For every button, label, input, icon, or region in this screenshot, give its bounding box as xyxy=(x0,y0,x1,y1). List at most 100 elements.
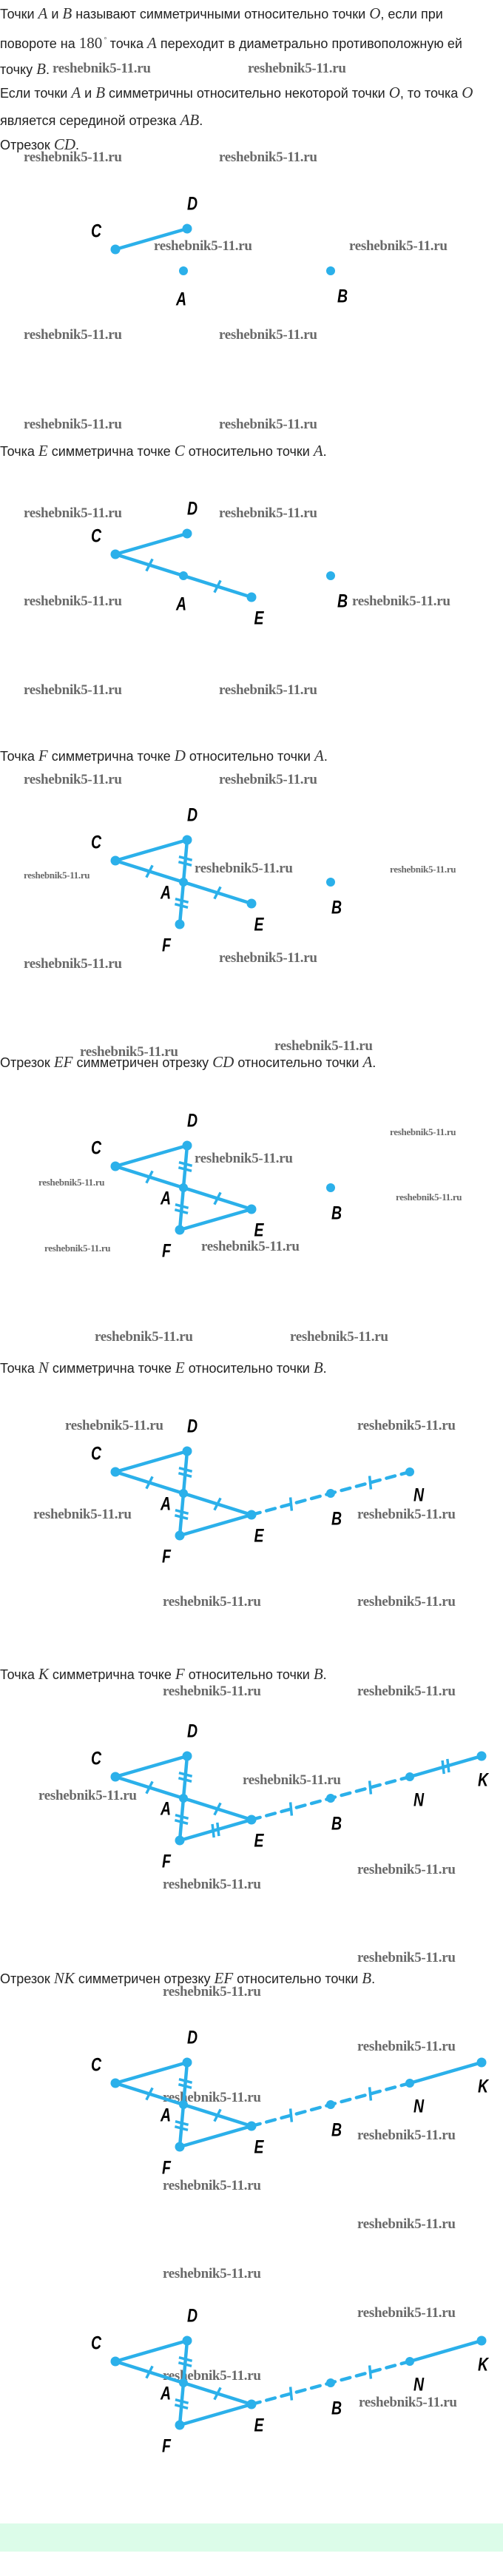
text-line: Отрезок EF симметричен отрезку CD относи… xyxy=(0,1051,376,1073)
point-label-B: B xyxy=(331,2119,342,2140)
tick-mark xyxy=(175,1203,189,1209)
watermark: reshebnik5-11.ru xyxy=(24,593,122,609)
point-label-C: C xyxy=(91,1137,102,1158)
point-B xyxy=(326,2378,335,2387)
tick-mark xyxy=(441,1760,445,1775)
tick-mark xyxy=(178,1166,192,1172)
math-variable: EF xyxy=(214,1969,234,1987)
point-label-C: C xyxy=(91,221,102,241)
math-variable: B xyxy=(313,1359,323,1376)
watermark: reshebnik5-11.ru xyxy=(243,1772,341,1788)
tick-mark xyxy=(175,2398,189,2404)
watermark: reshebnik5-11.ru xyxy=(357,2305,456,2321)
segment-CD xyxy=(113,1754,189,1779)
watermark: reshebnik5-11.ru xyxy=(38,1177,105,1188)
point-label-B: B xyxy=(331,1203,342,1223)
text-fragment: повороте на xyxy=(0,36,79,51)
point-label-B: B xyxy=(337,591,348,611)
segment-NK xyxy=(408,1754,484,1779)
math-variable: C xyxy=(174,442,185,460)
point-E xyxy=(246,2399,257,2409)
point-D xyxy=(182,1751,192,1761)
text-fragment: . xyxy=(199,113,203,128)
point-E xyxy=(246,1204,257,1214)
watermark: reshebnik5-11.ru xyxy=(24,327,122,343)
text-fragment: Точка xyxy=(0,749,38,764)
point-label-C: C xyxy=(91,832,102,852)
text-fragment: , если при xyxy=(380,7,443,21)
text-fragment: симметрична точке xyxy=(48,1667,175,1682)
segment-FE xyxy=(178,1207,254,1232)
tick-mark xyxy=(178,1772,193,1778)
watermark: reshebnik5-11.ru xyxy=(195,1151,293,1166)
tick-mark xyxy=(368,2365,373,2379)
tick-mark xyxy=(145,864,154,878)
watermark: reshebnik5-11.ru xyxy=(24,956,122,972)
math-variable: EF xyxy=(53,1053,73,1071)
segment-CD xyxy=(113,531,189,556)
math-variable: N xyxy=(38,1359,49,1376)
watermark: reshebnik5-11.ru xyxy=(53,61,151,76)
point-E xyxy=(246,592,257,602)
segment-CD xyxy=(113,2060,189,2085)
watermark: reshebnik5-11.ru xyxy=(359,2395,457,2410)
point-D xyxy=(182,2057,192,2068)
segment-FE xyxy=(178,2124,254,2149)
point-label-D: D xyxy=(187,193,198,214)
text-line: Точка K симметрична точке F относительно… xyxy=(0,1663,327,1685)
text-fragment: Точки xyxy=(0,7,38,21)
math-variable: CD xyxy=(53,135,75,153)
watermark: reshebnik5-11.ru xyxy=(357,1507,456,1522)
segment-FE xyxy=(178,2402,254,2427)
watermark: reshebnik5-11.ru xyxy=(33,1507,132,1522)
math-variable: A xyxy=(313,442,323,460)
tick-mark xyxy=(178,2356,193,2362)
watermark: reshebnik5-11.ru xyxy=(352,593,450,609)
point-label-E: E xyxy=(254,914,264,935)
math-variable: D xyxy=(174,747,186,764)
point-label-N: N xyxy=(413,2374,425,2395)
point-label-C: C xyxy=(91,1443,102,1464)
watermark: reshebnik5-11.ru xyxy=(163,1684,261,1699)
degree-sign: ° xyxy=(104,36,107,45)
math-variable: B xyxy=(62,4,72,22)
text-fragment: симметричен отрезку xyxy=(74,1971,215,1986)
tick-mark xyxy=(288,2108,294,2122)
point-label-C: C xyxy=(91,2054,102,2075)
watermark: reshebnik5-11.ru xyxy=(24,772,122,787)
text-fragment: симметричен отрезку xyxy=(72,1055,213,1070)
math-variable: E xyxy=(175,1359,185,1376)
text-line: Если точки A и B симметричны относительн… xyxy=(0,81,473,104)
tick-mark xyxy=(174,1208,189,1214)
point-N xyxy=(405,2357,414,2366)
text-fragment: относительно точки xyxy=(184,1667,314,1682)
point-B xyxy=(326,878,335,887)
watermark: reshebnik5-11.ru xyxy=(219,417,317,432)
point-C xyxy=(110,2356,121,2367)
text-fragment: . xyxy=(323,1667,327,1682)
point-label-E: E xyxy=(254,1525,264,1546)
math-variable: A xyxy=(314,747,324,764)
point-label-F: F xyxy=(162,935,172,955)
text-line: Точка F симметрична точке D относительно… xyxy=(0,744,328,767)
point-label-D: D xyxy=(187,1110,198,1131)
point-label-E: E xyxy=(254,2136,264,2157)
tick-mark xyxy=(178,2361,192,2367)
text-line: повороте на 180°точка A переходит в диам… xyxy=(0,30,462,52)
point-E xyxy=(246,1815,257,1825)
text-line: Отрезок NK симметричен отрезку EF относи… xyxy=(0,1967,375,1989)
tick-mark xyxy=(213,886,222,900)
segment-CD xyxy=(113,2338,189,2364)
math-variable: F xyxy=(175,1665,185,1683)
point-label-B: B xyxy=(331,2398,342,2418)
point-F xyxy=(175,1530,185,1541)
tick-mark xyxy=(178,1467,193,1473)
point-label-E: E xyxy=(254,1220,264,1240)
watermark: reshebnik5-11.ru xyxy=(163,1877,261,1892)
point-D xyxy=(182,223,192,234)
bottom-band xyxy=(0,2523,503,2552)
watermark: reshebnik5-11.ru xyxy=(195,861,293,876)
watermark: reshebnik5-11.ru xyxy=(163,2266,261,2281)
tick-mark xyxy=(213,579,222,593)
